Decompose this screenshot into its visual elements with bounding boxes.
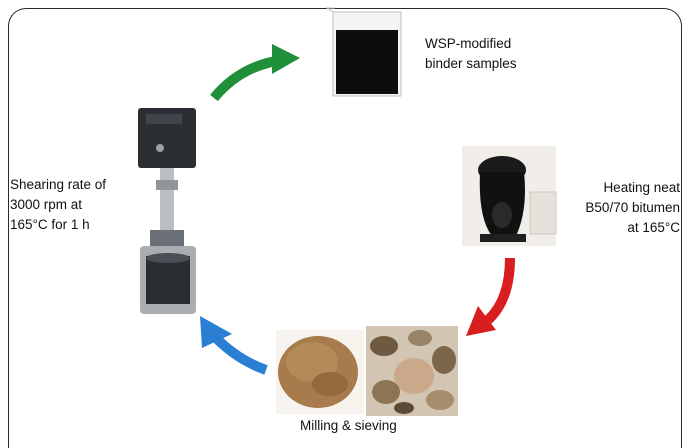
label-shear-line3: 165°C for 1 h (10, 217, 90, 232)
label-shearing: Shearing rate of 3000 rpm at 165°C for 1… (10, 175, 140, 235)
label-wsp-line1: WSP-modified (425, 36, 512, 51)
label-wsp-line2: binder samples (425, 56, 517, 71)
powder-icon (276, 330, 364, 414)
label-heating: Heating neat B50/70 bitumen at 165°C (570, 178, 680, 238)
diagram-frame (8, 8, 682, 448)
label-heat-line2: B50/70 bitumen (585, 200, 680, 215)
label-milling: Milling & sieving (300, 416, 440, 436)
heater-icon (462, 146, 557, 246)
label-mill-line1: Milling & sieving (300, 418, 397, 433)
label-shear-line2: 3000 rpm at (10, 197, 83, 212)
process-diagram (138, 7, 557, 416)
beaker-icon (325, 7, 402, 97)
label-shear-line1: Shearing rate of (10, 177, 107, 192)
label-wsp-binder: WSP-modified binder samples (425, 34, 517, 74)
shells-icon (366, 326, 458, 416)
label-heat-line1: Heating neat (603, 180, 680, 195)
green-arrow-icon (210, 44, 300, 102)
shear-mixer-icon (138, 108, 196, 314)
label-heat-line3: at 165°C (627, 220, 680, 235)
red-arrow-icon (466, 257, 515, 336)
blue-arrow-icon (200, 316, 268, 375)
